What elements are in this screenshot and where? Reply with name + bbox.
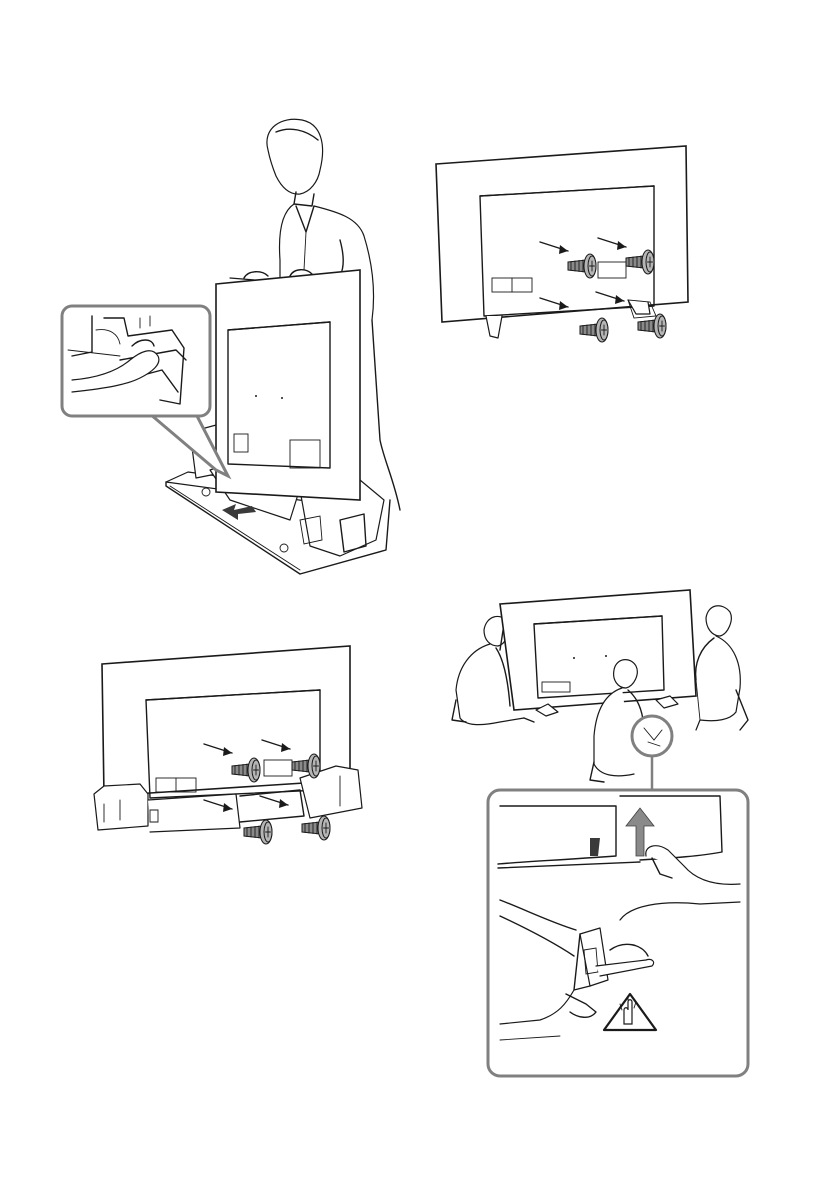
zoom-indicator-circle: [632, 716, 672, 756]
person-right-kneeling: [696, 606, 748, 730]
step-attach-screws-upright: [436, 146, 688, 342]
detail-callout-hands: [62, 306, 228, 476]
detail-callout-stand-removal: [488, 790, 748, 1076]
step-attach-screws-in-packing: [94, 646, 362, 844]
tv-back-panel: [216, 270, 360, 500]
tv-back-panel-lifted: [500, 590, 696, 710]
screw-icon: [302, 816, 330, 840]
tv-back-panel-upright: [436, 146, 688, 322]
screw-icon: [244, 820, 272, 844]
step-lift-tv-two-people: [452, 590, 748, 1076]
step-remove-tv-from-packing: [62, 119, 400, 574]
stand-leg-left: [486, 316, 502, 338]
screw-icon: [580, 318, 608, 342]
arrow-slide-icon: [222, 504, 256, 520]
